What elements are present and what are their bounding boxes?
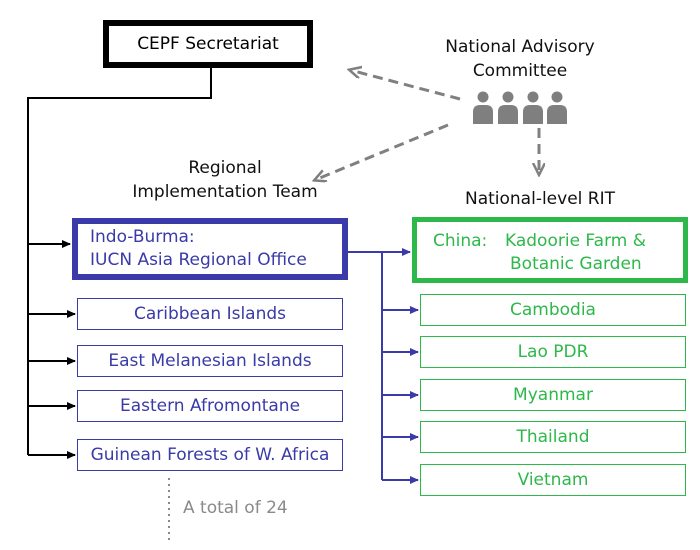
rit-heading-line-1: Regional	[188, 158, 262, 178]
rit-heading-line-2: Implementation Team	[132, 182, 318, 202]
total-note: A total of 24	[183, 498, 288, 518]
advisory-line-2: Committee	[472, 61, 568, 81]
country-box: Cambodia	[420, 294, 686, 326]
secretariat-connector	[27, 68, 212, 459]
advisory-arrows	[315, 70, 539, 180]
region-label: Guinean Forests of W. Africa	[90, 445, 330, 465]
china-line-2: Botanic Garden	[510, 254, 642, 274]
region-label: Caribbean Islands	[133, 304, 287, 324]
region-label: East Melanesian Islands	[108, 351, 312, 371]
indo-burma-line-2: IUCN Asia Regional Office	[90, 250, 307, 270]
region-box: Eastern Afromontane	[77, 390, 343, 422]
indo-burma-box: Indo-Burma: IUCN Asia Regional Office	[72, 218, 348, 280]
national-advisory-committee-label: National Advisory Committee	[420, 35, 620, 83]
region-box: Caribbean Islands	[77, 298, 343, 330]
china-prefix: China:	[433, 231, 488, 251]
region-box: Guinean Forests of W. Africa	[77, 439, 343, 471]
china-line-1: Kadoorie Farm &	[505, 231, 646, 251]
cepf-secretariat-label: CEPF Secretariat	[137, 34, 279, 54]
country-box: Vietnam	[420, 464, 686, 496]
country-label: Vietnam	[517, 470, 589, 490]
national-level-rit-heading: National-level RIT	[464, 189, 615, 209]
country-label: Thailand	[516, 427, 590, 447]
people-group-icon	[473, 91, 567, 124]
country-box: Thailand	[420, 421, 686, 453]
indo-burma-connector	[348, 248, 419, 484]
china-box: China: Kadoorie Farm & Botanic Garden	[412, 217, 688, 283]
region-box: East Melanesian Islands	[77, 345, 343, 377]
cepf-secretariat-box: CEPF Secretariat	[103, 20, 313, 68]
advisory-line-1: National Advisory	[445, 37, 595, 57]
country-label: Cambodia	[510, 300, 596, 320]
country-label: Myanmar	[513, 385, 593, 405]
region-label: Eastern Afromontane	[119, 396, 301, 416]
regional-implementation-team-heading: Regional Implementation Team	[130, 156, 320, 204]
country-label: Lao PDR	[517, 342, 589, 362]
country-box: Myanmar	[420, 379, 686, 411]
indo-burma-line-1: Indo-Burma:	[90, 227, 195, 247]
country-box: Lao PDR	[420, 336, 686, 368]
